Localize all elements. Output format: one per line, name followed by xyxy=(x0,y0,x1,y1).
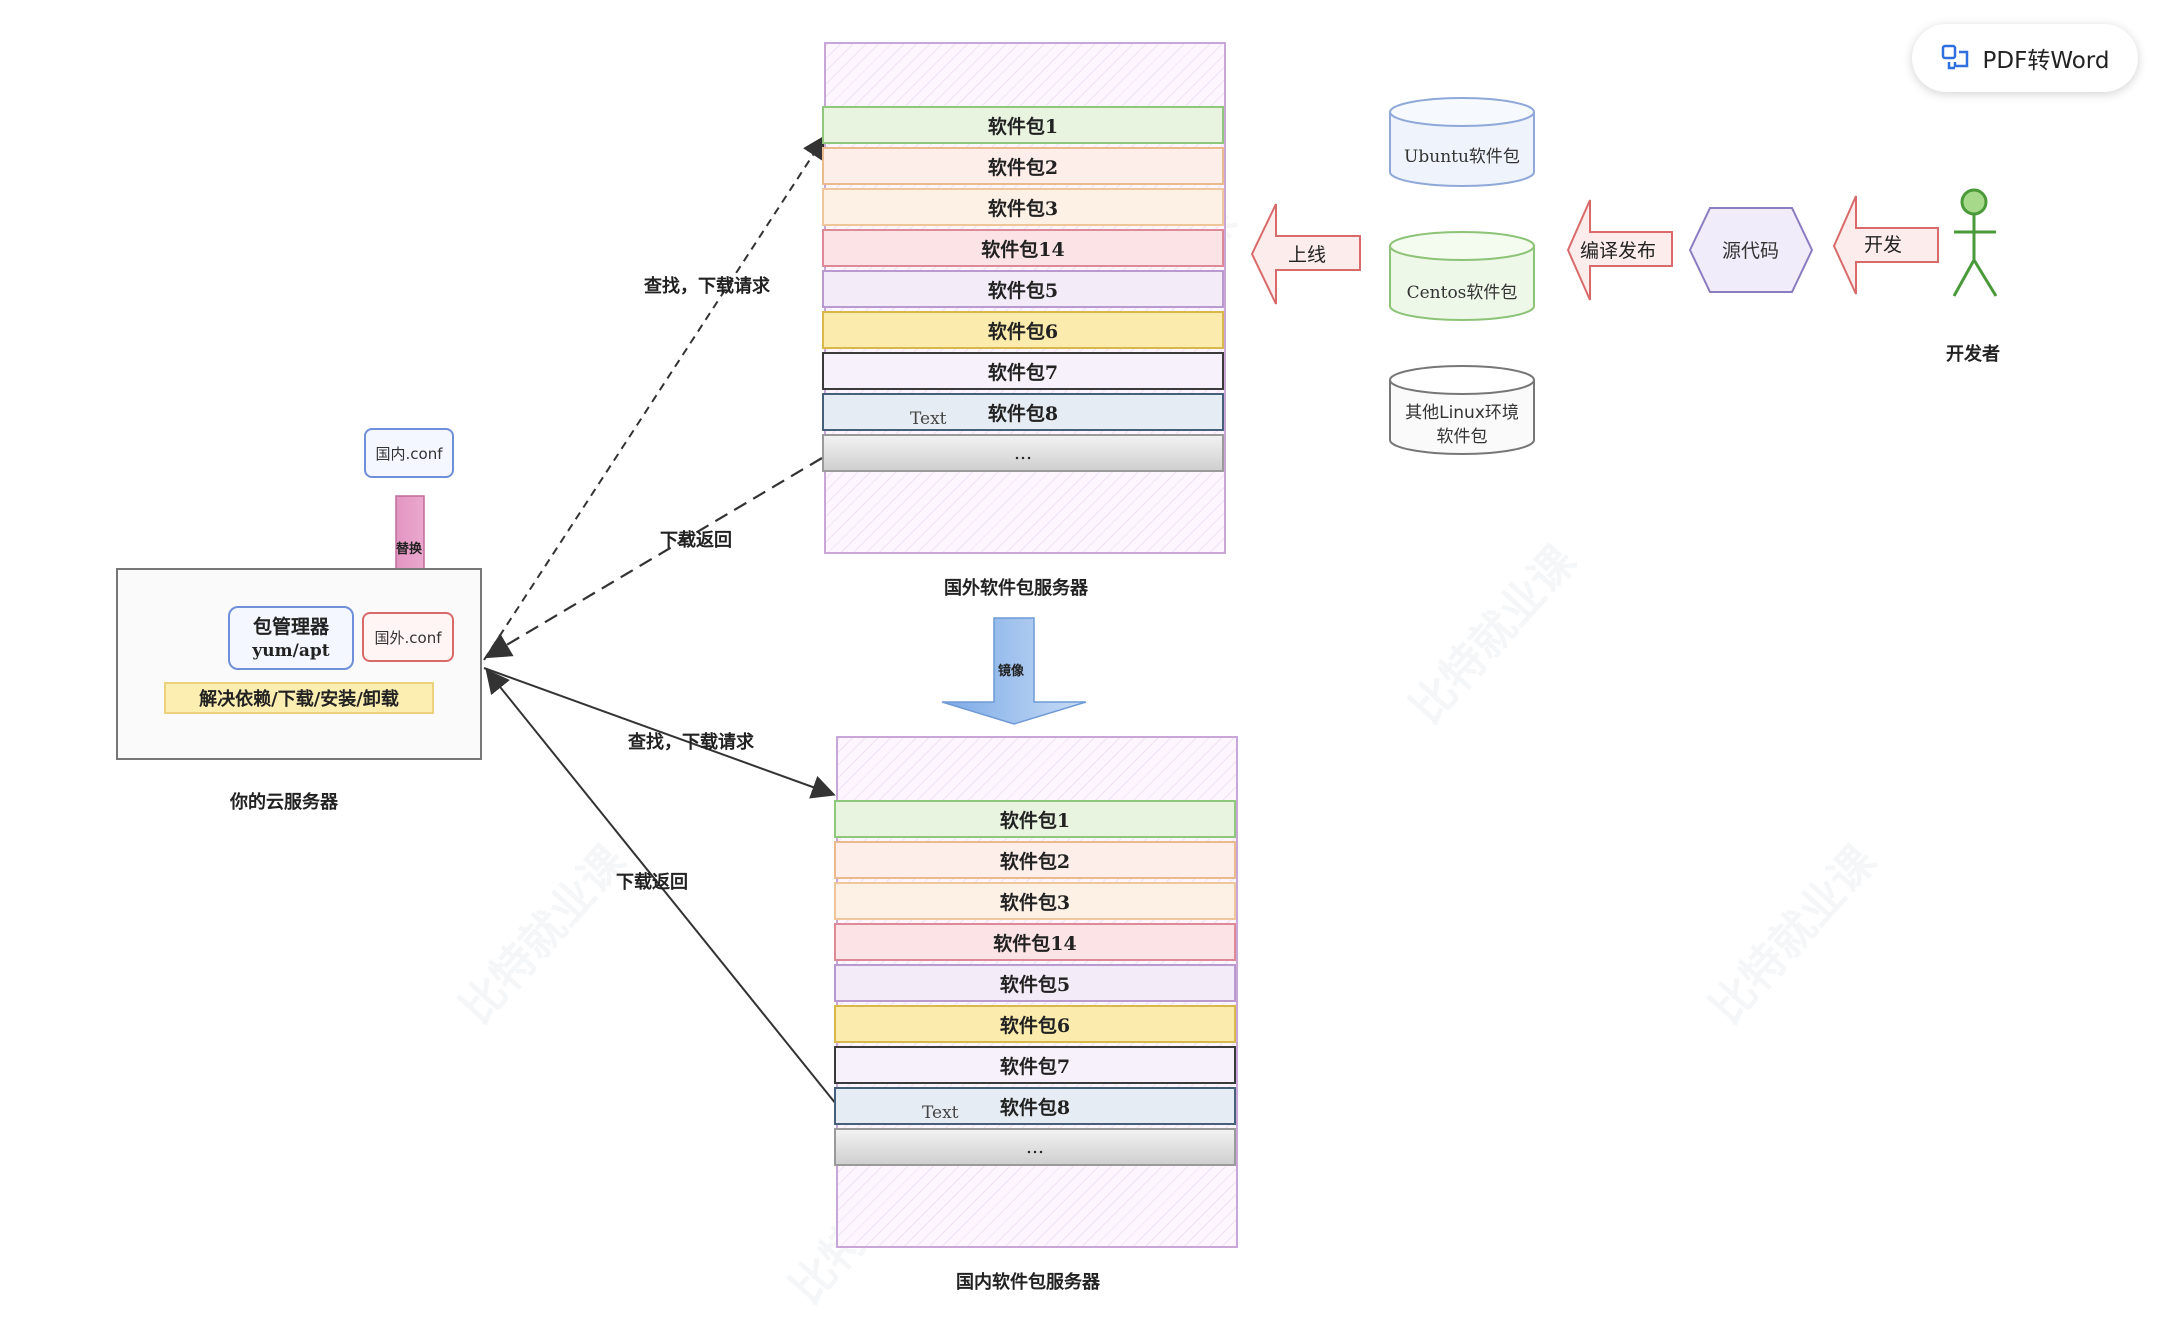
developer-stick-figure xyxy=(1952,188,1998,297)
foreign-request-arrow xyxy=(483,134,827,661)
foreign-return-arrow xyxy=(484,457,823,659)
domestic-conf-file: 国内.conf xyxy=(364,428,454,478)
other-repo-cylinder xyxy=(1389,365,1535,455)
develop-arrow xyxy=(1832,195,1939,295)
cloud-server-box xyxy=(116,568,482,760)
package-manager-title: 包管理器 xyxy=(252,616,329,638)
compile-release-label: 编译发布 xyxy=(1580,240,1657,262)
foreign-package-3: 软件包3 xyxy=(822,188,1224,226)
domestic-text-tag: Text xyxy=(922,1103,959,1123)
mirror-arrow xyxy=(941,617,1087,725)
foreign-package-7: 软件包7 xyxy=(822,352,1224,390)
domestic-package-3: 软件包3 xyxy=(834,882,1236,920)
foreign-package-more: ... xyxy=(822,434,1224,472)
cloud-server-caption: 你的云服务器 xyxy=(230,792,338,813)
domestic-package-2: 软件包2 xyxy=(834,841,1236,879)
source-code-label: 源代码 xyxy=(1722,240,1780,262)
domestic-server-caption: 国内软件包服务器 xyxy=(956,1272,1100,1293)
domestic-package-8: 软件包8 xyxy=(834,1087,1236,1125)
develop-label: 开发 xyxy=(1864,234,1903,256)
compile-release-arrow xyxy=(1566,199,1673,301)
package-manager-subtitle: yum/apt xyxy=(252,641,330,661)
other-repo-label-line1: 其他Linux环境 xyxy=(1405,403,1519,423)
ubuntu-repo-cylinder xyxy=(1389,97,1535,187)
foreign-return-label: 下载返回 xyxy=(660,530,732,551)
domestic-package-1: 软件包1 xyxy=(834,800,1236,838)
foreign-text-tag: Text xyxy=(910,409,947,429)
foreign-request-label: 查找，下载请求 xyxy=(644,276,770,297)
domestic-package-5: 软件包5 xyxy=(834,964,1236,1002)
developer-caption: 开发者 xyxy=(1946,344,2000,365)
domestic-request-label: 查找，下载请求 xyxy=(628,732,754,753)
domestic-package-4: 软件包14 xyxy=(834,923,1236,961)
foreign-package-8: 软件包8 xyxy=(822,393,1224,431)
foreign-package-5: 软件包5 xyxy=(822,270,1224,308)
domestic-return-arrow xyxy=(485,668,837,1105)
foreign-server-caption: 国外软件包服务器 xyxy=(944,578,1088,599)
centos-repo-label: Centos软件包 xyxy=(1406,283,1518,303)
other-repo-label-line2: 软件包 xyxy=(1436,427,1488,447)
foreign-conf-file: 国外.conf xyxy=(362,612,454,662)
domestic-request-arrow xyxy=(483,667,836,799)
online-label: 上线 xyxy=(1288,244,1327,266)
centos-repo-cylinder xyxy=(1389,231,1535,321)
package-manager-box: 包管理器 yum/apt xyxy=(228,606,354,670)
foreign-package-6: 软件包6 xyxy=(822,311,1224,349)
pdf-to-word-button[interactable]: PDF转Word xyxy=(1912,24,2138,92)
mirror-label: 镜像 xyxy=(998,664,1025,679)
package-manager-functions: 解决依赖/下载/安装/卸载 xyxy=(164,682,434,714)
foreign-package-4: 软件包14 xyxy=(822,229,1224,267)
foreign-package-1: 软件包1 xyxy=(822,106,1224,144)
pdf-to-word-label: PDF转Word xyxy=(1982,48,2110,74)
replace-label: 替换 xyxy=(396,542,423,557)
domestic-package-7: 软件包7 xyxy=(834,1046,1236,1084)
pdf-convert-icon xyxy=(1941,44,1968,70)
online-arrow xyxy=(1250,203,1361,305)
domestic-return-label: 下载返回 xyxy=(616,872,688,893)
ubuntu-repo-label: Ubuntu软件包 xyxy=(1404,147,1520,167)
domestic-package-6: 软件包6 xyxy=(834,1005,1236,1043)
foreign-package-2: 软件包2 xyxy=(822,147,1224,185)
domestic-package-more: ... xyxy=(834,1128,1236,1166)
source-code-hexagon xyxy=(1688,207,1814,293)
